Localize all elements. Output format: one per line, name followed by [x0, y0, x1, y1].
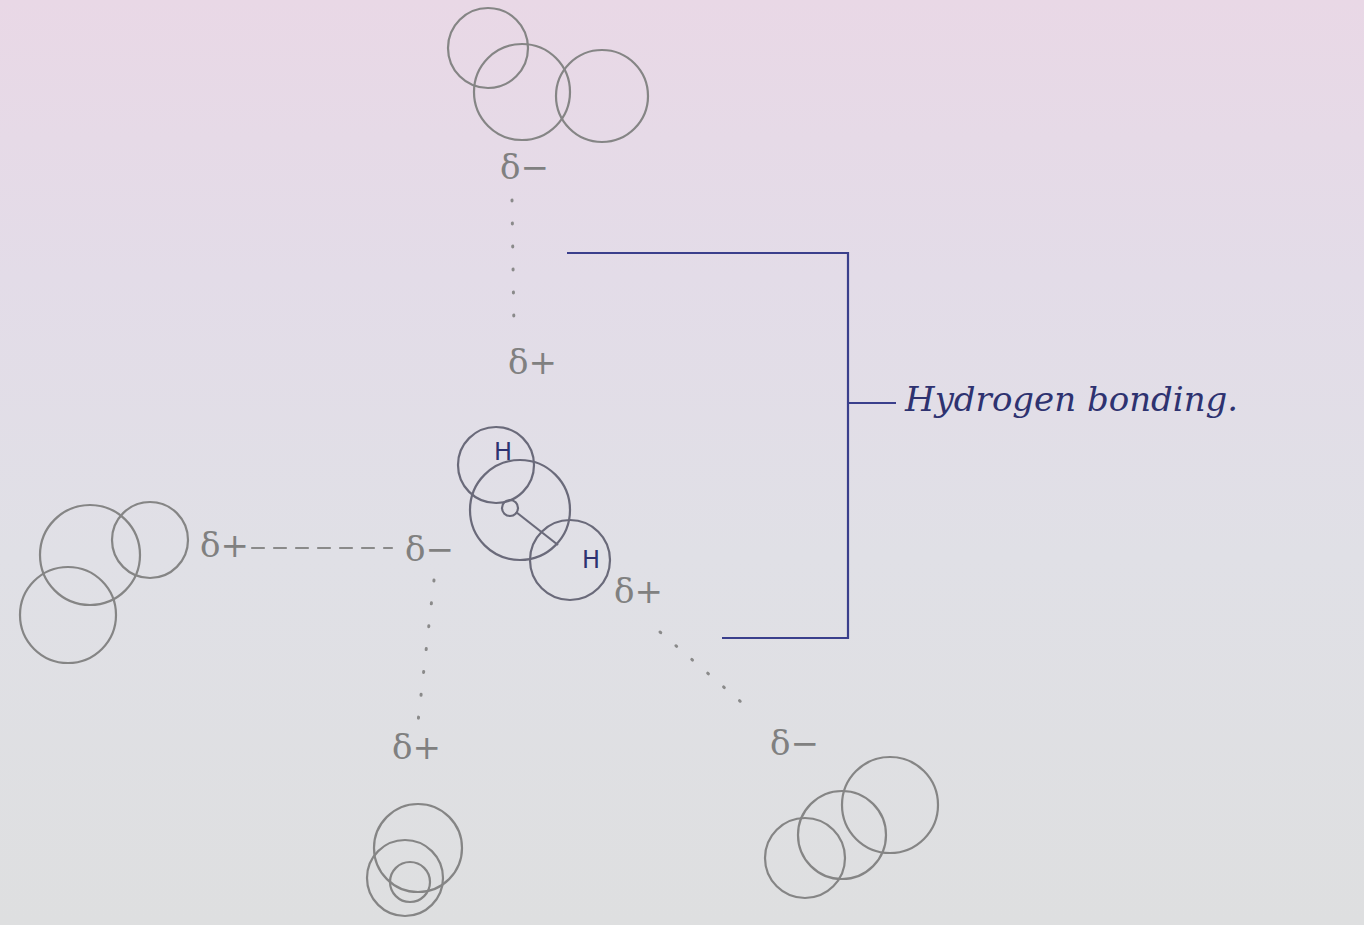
atom-circle: [367, 840, 443, 916]
partial-charge: δ−: [405, 532, 454, 566]
atom-circle: [765, 818, 845, 898]
atom-symbol: H: [582, 548, 600, 572]
partial-charge: δ+: [392, 730, 441, 764]
atom-circle: [842, 757, 938, 853]
partial-charge: δ+: [200, 528, 249, 562]
atom-circle: [40, 505, 140, 605]
atom-circle: [112, 502, 188, 578]
atom-circle: [20, 567, 116, 663]
partial-charge: δ−: [500, 150, 549, 184]
hydrogen-bond-line: [660, 632, 748, 708]
hydrogen-bond-line: [512, 200, 514, 330]
partial-charge: δ−: [770, 726, 819, 760]
hydrogen-bond-line: [252, 547, 392, 549]
bracket-tick: [848, 402, 896, 404]
nucleus-dot: [502, 500, 518, 516]
bracket-label: Hydrogen bonding.: [905, 382, 1238, 416]
bond-line: [516, 512, 558, 545]
partial-charge: δ+: [614, 574, 663, 608]
atom-circle: [390, 862, 430, 902]
atom-circle: [556, 50, 648, 142]
atom-circle: [448, 8, 528, 88]
partial-charge: δ+: [508, 345, 557, 379]
atom-circle: [374, 804, 462, 892]
atom-circle: [798, 791, 886, 879]
bracket: [567, 253, 848, 638]
atom-symbol: H: [494, 440, 512, 464]
hydrogen-bond-line: [418, 580, 434, 722]
oxygen-circle: [470, 460, 570, 560]
